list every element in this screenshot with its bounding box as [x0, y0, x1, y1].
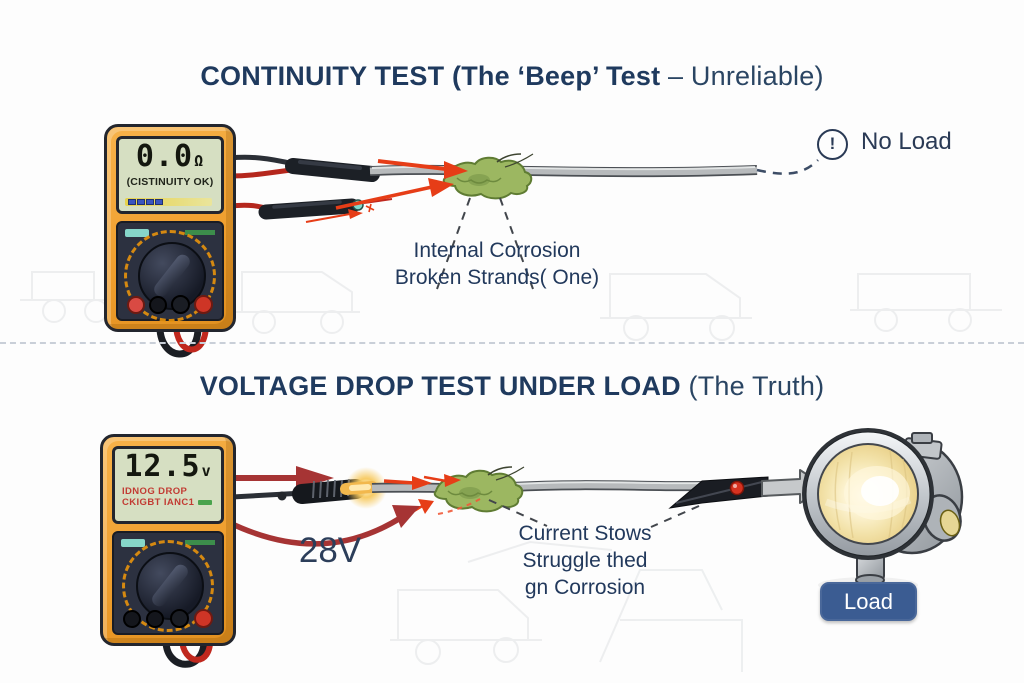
- exclamation-icon: !: [817, 129, 848, 160]
- no-load-dashed-line: [756, 159, 819, 175]
- meter-bargraph: [125, 198, 212, 206]
- reading-value: 0.0: [135, 139, 194, 174]
- dial-ticks: [122, 540, 214, 632]
- meter-button-dark: [149, 295, 167, 314]
- background-sketch: [20, 271, 1002, 672]
- panel-chip-green: [185, 230, 215, 235]
- dial-ticks: [124, 230, 216, 322]
- probe-jack-black: [171, 295, 190, 314]
- meter-reading-bottom: 12.5v: [115, 452, 221, 486]
- bottom-probe: [231, 467, 387, 509]
- section-divider: [0, 342, 1024, 344]
- wire-end-connector: [668, 476, 769, 509]
- meter-panel-bottom: [112, 531, 224, 635]
- annotation-line: Struggle thed: [522, 549, 648, 572]
- no-load-label: No Load: [861, 128, 952, 155]
- annotation-line: gn Corrosion: [524, 576, 646, 599]
- meter-status-line1: IDNOG DROP: [122, 486, 188, 497]
- panel-chip-teal: [125, 229, 149, 237]
- meter-reading-top: 0.0Ω: [119, 142, 221, 176]
- current-arrows-bottom: [383, 474, 481, 519]
- bottom-title-main: VOLTAGE DROP TEST UNDER LOAD: [199, 371, 681, 401]
- lcd-green-mark: [198, 500, 213, 505]
- voltage-drop-value: 28V: [298, 531, 362, 570]
- ohm-unit: Ω: [194, 152, 205, 170]
- meter-buttons-top: [127, 295, 213, 314]
- multimeter-continuity: 0.0Ω (CISTINUITY OK): [104, 124, 236, 332]
- load-badge: Load: [820, 582, 917, 621]
- top-probe-upper: [229, 154, 380, 182]
- meter-display-bottom: 12.5v IDNOG DROP CKIGBT IANC1: [112, 446, 224, 524]
- current-arrows-top: [305, 159, 468, 223]
- volt-unit: v: [201, 462, 212, 480]
- probe-jack-black: [169, 609, 189, 628]
- corrosion-patch-bottom: [433, 466, 525, 513]
- meter-buttons-bottom: [123, 609, 213, 628]
- panel-chip-teal: [121, 539, 145, 547]
- probe-jack-red: [193, 609, 213, 628]
- annotation-line: Broken Strands( One): [394, 266, 600, 289]
- meter-status-line2: CKIGBT IANC1: [115, 497, 221, 508]
- voltage-drop-arc: [226, 505, 420, 547]
- bottom-title-suffix: (The Truth): [680, 371, 825, 401]
- corrosion-patch-top: [442, 153, 534, 200]
- dial-knob: [149, 561, 191, 610]
- corrosion-annotation-bottom: Current Stows Struggle thed gn Corrosion: [460, 520, 710, 601]
- meter-status-top: (CISTINUITY OK): [126, 176, 214, 188]
- annotation-line: Current Stows: [518, 522, 652, 545]
- callout-lines-bottom: [488, 499, 700, 528]
- meter-button-dark: [146, 609, 165, 628]
- headlamp-load: [802, 428, 964, 593]
- annotation-line: Internal Corrosion: [413, 239, 581, 262]
- top-title-main: CONTINUITY TEST (The ‘Beep’ Test: [200, 61, 661, 91]
- reading-value: 12.5: [124, 449, 201, 484]
- callout-lines-top: [436, 197, 534, 290]
- top-section-title: CONTINUITY TEST (The ‘Beep’ Test – Unrel…: [0, 61, 1024, 92]
- meter-display-top: 0.0Ω (CISTINUITY OK): [116, 136, 224, 214]
- top-meter-leads: [156, 323, 209, 358]
- meter-button-red: [127, 295, 145, 314]
- corrosion-annotation-top: Internal Corrosion Broken Strands( One): [342, 237, 652, 291]
- dial-knob: [151, 251, 193, 300]
- meter-button-dark: [123, 609, 141, 628]
- bottom-section-title: VOLTAGE DROP TEST UNDER LOAD (The Truth): [0, 371, 1024, 402]
- panel-chip-green: [185, 540, 215, 545]
- multimeter-voltage-drop: 12.5v IDNOG DROP CKIGBT IANC1: [100, 434, 236, 646]
- meter-panel-top: [116, 221, 224, 322]
- top-title-suffix: – Unreliable): [660, 61, 824, 91]
- status-text: CKIGBT IANC1: [122, 497, 195, 508]
- probe-jack-red: [194, 295, 213, 314]
